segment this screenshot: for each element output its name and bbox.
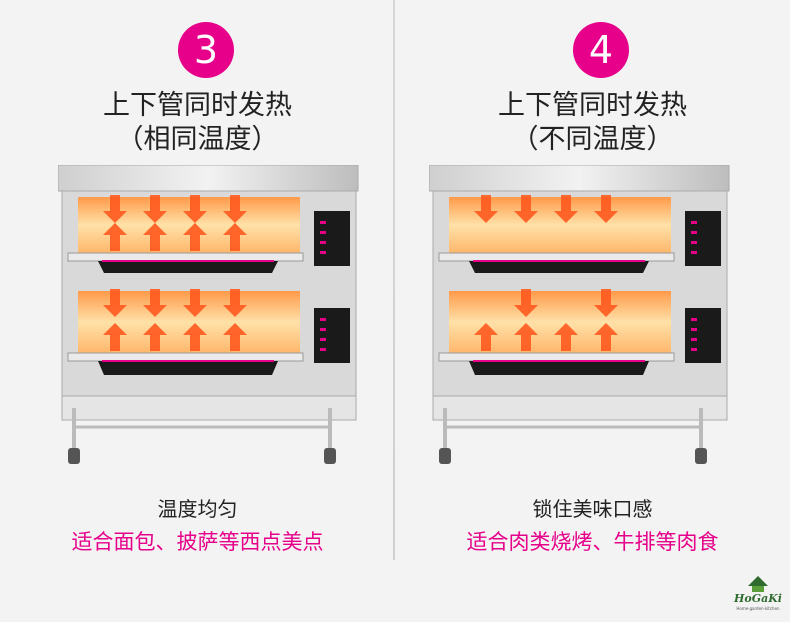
svg-text:Home·garden·kitchen: Home·garden·kitchen [736,606,780,611]
step-number-badge: 3 [178,22,234,78]
panel-different-temperature: 4 上下管同时发热 （不同温度） [395,0,790,622]
panel-title: 上下管同时发热 [498,90,687,121]
panel-same-temperature: 3 上下管同时发热 （相同温度） [58,22,359,554]
house-icon [748,576,768,586]
brand-logo: HoGaKi Home·garden·kitchen [733,576,782,611]
panel-divider [393,0,395,560]
usage-caption: 适合肉类烧烤、牛排等肉食 [466,530,719,554]
oven-illustration [58,165,359,464]
feature-caption: 锁住美味口感 [532,497,653,521]
panel-subtitle: （不同温度） [511,124,674,155]
svg-text:HoGaKi: HoGaKi [733,592,782,605]
oven-illustration [429,165,730,464]
feature-caption: 温度均匀 [157,497,238,521]
panel-subtitle: （相同温度） [116,124,279,155]
panel-title: 上下管同时发热 [103,90,292,121]
usage-caption: 适合面包、披萨等西点美点 [71,530,324,554]
step-number-badge: 4 [573,22,629,78]
